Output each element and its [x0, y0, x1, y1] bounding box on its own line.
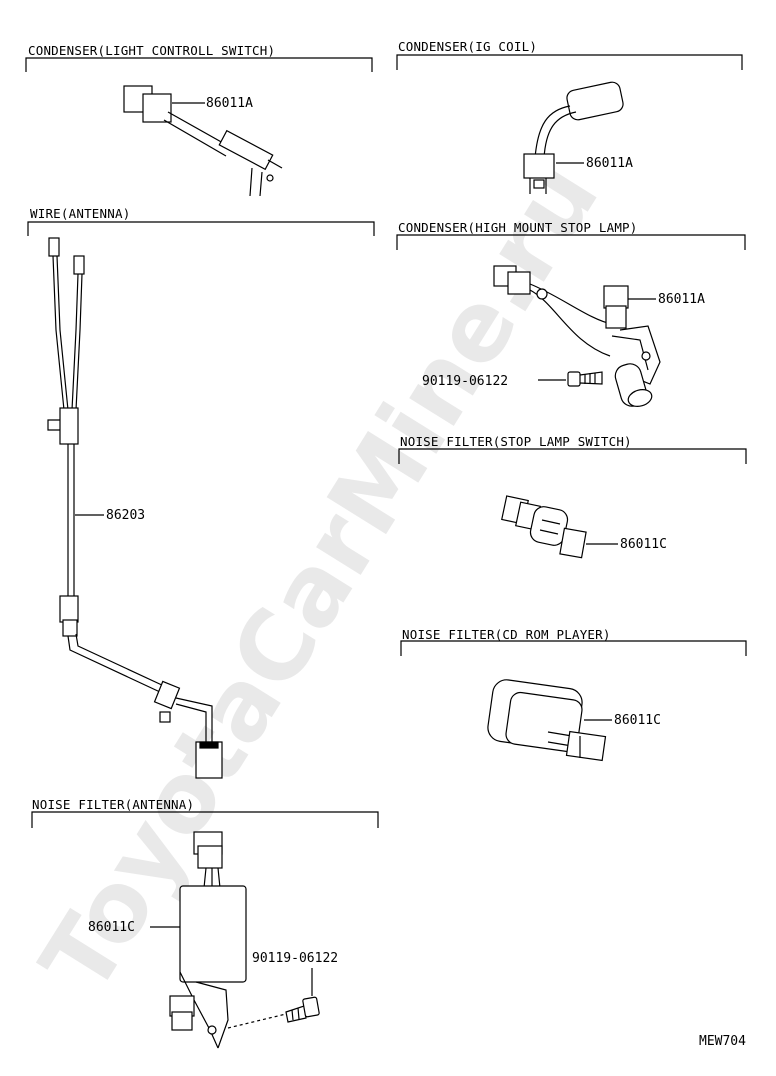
noise-filter-antenna-illustration: [169, 831, 247, 1049]
bolt-illustration: [285, 996, 320, 1023]
section-bracket: [27, 221, 375, 236]
section-bracket: [396, 234, 746, 250]
section-noise-antenna: NOISE FILTER(ANTENNA) 86011C 90119-06122: [31, 797, 379, 1049]
bolt-number-noise-antenna: 90119-06122: [252, 951, 338, 966]
section-title-high-mount: CONDENSER(HIGH MOUNT STOP LAMP): [398, 220, 638, 235]
section-title-wire-antenna: WIRE(ANTENNA): [30, 206, 130, 221]
part-number-light-switch: 86011A: [206, 96, 253, 111]
section-high-mount: CONDENSER(HIGH MOUNT STOP LAMP) 86011A 9…: [396, 220, 746, 407]
section-bracket: [31, 811, 379, 828]
bolt-number-high-mount: 90119-06122: [422, 374, 508, 389]
condenser-high-mount-illustration: [493, 265, 661, 407]
section-ig-coil: CONDENSER(IG COIL) 86011A: [396, 39, 743, 194]
section-bracket: [396, 54, 743, 70]
section-stop-lamp-switch: NOISE FILTER(STOP LAMP SWITCH) 86011C: [398, 434, 747, 559]
bolt-illustration: [567, 371, 603, 387]
part-number-wire-antenna: 86203: [106, 508, 145, 523]
section-light-switch: CONDENSER(LIGHT CONTROLL SWITCH) 86011A: [25, 43, 373, 197]
section-title-light-switch: CONDENSER(LIGHT CONTROLL SWITCH): [28, 43, 275, 58]
section-wire-antenna: WIRE(ANTENNA) 86203: [27, 206, 375, 779]
condenser-light-switch-illustration: [123, 85, 283, 197]
part-number-cd-rom: 86011C: [614, 713, 661, 728]
part-number-noise-antenna: 86011C: [88, 920, 135, 935]
section-title-cd-rom: NOISE FILTER(CD ROM PLAYER): [402, 627, 611, 642]
part-number-high-mount: 86011A: [658, 292, 705, 307]
alignment-dashed-line: [227, 1013, 287, 1029]
noise-filter-stop-lamp-illustration: [501, 495, 587, 559]
section-bracket: [398, 448, 747, 464]
section-bracket: [400, 640, 747, 656]
section-title-ig-coil: CONDENSER(IG COIL): [398, 39, 537, 54]
part-number-ig-coil: 86011A: [586, 156, 633, 171]
condenser-ig-coil-illustration: [523, 81, 624, 194]
antenna-wire-illustration: [47, 237, 223, 779]
part-number-stop-lamp-switch: 86011C: [620, 537, 667, 552]
section-title-noise-antenna: NOISE FILTER(ANTENNA): [32, 797, 194, 812]
diagram-code: MEW704: [699, 1034, 746, 1049]
section-bracket: [25, 57, 373, 72]
section-title-stop-lamp-switch: NOISE FILTER(STOP LAMP SWITCH): [400, 434, 632, 449]
section-cd-rom: NOISE FILTER(CD ROM PLAYER) 86011C: [400, 627, 747, 762]
noise-filter-cd-rom-illustration: [487, 679, 607, 762]
